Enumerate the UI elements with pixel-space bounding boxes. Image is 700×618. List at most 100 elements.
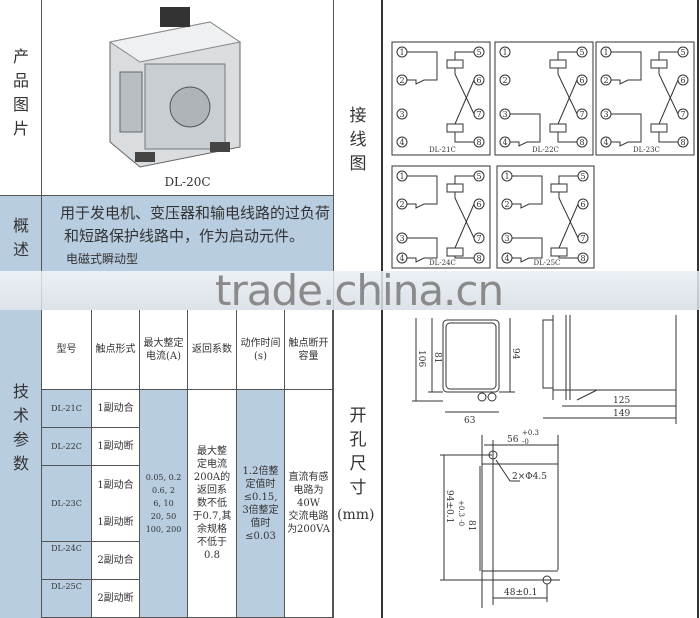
terminal-4 bbox=[396, 136, 408, 148]
wiring-diagram-dl-23c: 1 5 2 6 3 7 4 8DL-23C bbox=[595, 41, 695, 156]
terminal-number: 5 bbox=[477, 48, 482, 57]
current-cell: 0.05, 0.2 0.6, 2 6, 10 20, 50 100, 200 bbox=[140, 390, 188, 618]
wiring-diagram-dl-22c: 1 5 2 6 3 7 4 8DL-22C bbox=[494, 41, 594, 156]
header-time: 动作时间 (s) bbox=[237, 310, 285, 390]
terminal-number: 6 bbox=[477, 200, 482, 209]
terminal-number: 6 bbox=[580, 76, 585, 85]
terminal-number: 7 bbox=[581, 234, 586, 243]
watermark: trade.china.cn bbox=[215, 266, 504, 315]
terminal-number: 2 bbox=[505, 200, 510, 209]
terminal-number: 4 bbox=[503, 138, 508, 147]
wiring-diagram-dl-21c: 1 5 2 6 3 7 4 8DL-21C bbox=[391, 41, 491, 156]
terminal-3 bbox=[396, 108, 408, 120]
model-cell: DL-25C bbox=[42, 580, 92, 618]
diagram-label: DL-22C bbox=[532, 146, 559, 154]
dim-63: 63 bbox=[464, 416, 476, 426]
terminal-number: 8 bbox=[477, 254, 482, 263]
terminal-number: 4 bbox=[400, 138, 405, 147]
terminal-number: 7 bbox=[477, 110, 482, 119]
terminal-number: 4 bbox=[604, 138, 609, 147]
terminal-number: 1 bbox=[400, 172, 405, 181]
dim-56-tol-minus: -0 bbox=[522, 438, 529, 446]
diagram-label: DL-24C bbox=[429, 259, 456, 267]
action-time-cell: 1.2倍整 定值时 ≤0.15, 3倍整定 值时 ≤0.03 bbox=[237, 390, 285, 618]
terminal-number: 1 bbox=[604, 48, 609, 57]
overview-row bbox=[0, 196, 333, 271]
photo-label: 产品图片 bbox=[12, 47, 29, 138]
terminal-number: 5 bbox=[580, 48, 585, 57]
relay-photo bbox=[108, 7, 242, 168]
header-contact: 触点形式 bbox=[92, 310, 140, 390]
return-coef-cell: 最大整 定电流 200A的 返回系 数不低 于0.7,其 余规格 不低于 0.8 bbox=[188, 390, 237, 618]
terminal-1 bbox=[499, 46, 511, 58]
product-model: DL-20C bbox=[164, 175, 211, 189]
diagram-label: DL-23C bbox=[633, 146, 660, 154]
dim-149: 149 bbox=[613, 409, 630, 419]
header-model: 型号 bbox=[42, 310, 92, 390]
contact-cell: 1副动合 bbox=[92, 466, 140, 504]
terminal-number: 8 bbox=[580, 138, 585, 147]
terminal-number: 8 bbox=[681, 138, 686, 147]
terminal-number: 3 bbox=[400, 110, 405, 119]
overview-label: 概述 bbox=[12, 216, 29, 259]
terminal-number: 5 bbox=[681, 48, 686, 57]
watermark-band bbox=[0, 271, 700, 310]
dim-94-tol: 94±0.1 bbox=[444, 490, 454, 523]
terminal-number: 3 bbox=[505, 234, 510, 243]
terminal-2 bbox=[499, 74, 511, 86]
terminal-number: 3 bbox=[400, 234, 405, 243]
terminal-number: 7 bbox=[580, 110, 585, 119]
terminal-number: 2 bbox=[503, 76, 508, 85]
terminal-number: 3 bbox=[503, 110, 508, 119]
terminal-number: 7 bbox=[681, 110, 686, 119]
dim-94: 94 bbox=[510, 348, 520, 360]
dim-56-tol-plus: +0.3 bbox=[522, 429, 539, 437]
terminal-number: 6 bbox=[681, 76, 686, 85]
terminal-number: 2 bbox=[400, 76, 405, 85]
dim-81: 81 bbox=[432, 352, 442, 363]
diagram-label: DL-21C bbox=[429, 146, 456, 154]
model-cell: DL-23C bbox=[42, 466, 92, 542]
model-cell: DL-21C bbox=[42, 390, 92, 428]
terminal-number: 1 bbox=[400, 48, 405, 57]
terminal-number: 7 bbox=[477, 234, 482, 243]
terminal-number: 4 bbox=[505, 254, 510, 263]
dim-81-cut: 81 bbox=[466, 520, 476, 531]
overview-line-3: 电磁式瞬动型 bbox=[66, 252, 139, 266]
terminal-number: 8 bbox=[477, 138, 482, 147]
header-capacity: 触点断开 容量 bbox=[285, 310, 333, 390]
model-cell: DL-24C bbox=[42, 542, 92, 580]
terminal-number: 6 bbox=[581, 200, 586, 209]
dim-48: 48±0.1 bbox=[504, 588, 537, 598]
terminal-number: 4 bbox=[400, 254, 405, 263]
tech-label: 技术参数 bbox=[12, 382, 29, 473]
dim-106: 106 bbox=[416, 350, 426, 367]
terminal-number: 6 bbox=[477, 76, 482, 85]
cutout-label: 开孔尺寸 bbox=[349, 406, 367, 498]
terminal-number: 2 bbox=[400, 200, 405, 209]
tech-label-cell bbox=[0, 310, 42, 618]
cutout-unit: (mm) bbox=[337, 507, 375, 523]
overview-line-2: 和短路保护线路中，作为启动元件。 bbox=[64, 227, 305, 245]
terminal-number: 2 bbox=[604, 76, 609, 85]
contact-cell: 2副动合 bbox=[92, 542, 140, 580]
terminal-number: 8 bbox=[581, 254, 586, 263]
terminal-number: 1 bbox=[503, 48, 508, 57]
overview-line-1: 用于发电机、变压器和输电线路的过负荷 bbox=[60, 204, 331, 222]
terminal-number: 1 bbox=[505, 172, 510, 181]
terminal-number: 5 bbox=[477, 172, 482, 181]
dim-81-tol: +0.3 -0 bbox=[457, 500, 465, 526]
contact-cell: 1副动断 bbox=[92, 504, 140, 542]
contact-cell: 1副动合 bbox=[92, 390, 140, 428]
divider bbox=[0, 195, 333, 196]
dim-56: 56 bbox=[507, 435, 519, 445]
header-current: 最大整定 电流(A) bbox=[140, 310, 188, 390]
dim-125: 125 bbox=[613, 396, 630, 406]
header-return: 返回系数 bbox=[188, 310, 237, 390]
wiring-diagram-dl-24c: 1 5 2 6 3 7 4 8DL-24C bbox=[391, 165, 491, 269]
terminal-number: 3 bbox=[604, 110, 609, 119]
diagram-label: DL-25C bbox=[534, 259, 561, 267]
